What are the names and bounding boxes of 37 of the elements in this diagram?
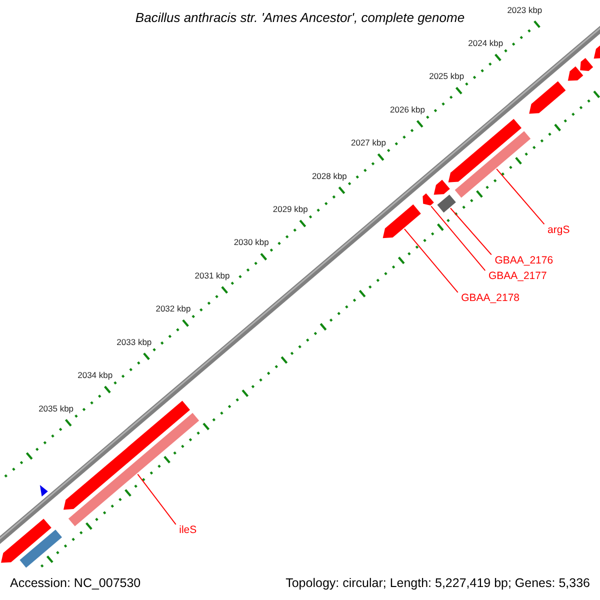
gene-feature (434, 180, 450, 195)
gene-feature (568, 66, 584, 81)
scale-label: 2030 kbp (234, 237, 269, 248)
scale-label: 2026 kbp (390, 104, 426, 114)
accession-text: Accession: NC_007530 (10, 576, 141, 590)
scale-label: 2033 kbp (116, 336, 152, 347)
gene-feature (529, 81, 566, 114)
leader-line (450, 208, 492, 256)
gene-feature (448, 118, 522, 182)
scale-label: 2035 kbp (38, 403, 74, 414)
leader-line (430, 206, 486, 272)
gene-feature (422, 193, 434, 206)
scale-label: 2024 kbp (468, 38, 504, 48)
gene-feature (382, 204, 421, 238)
gene-label: ileS (179, 524, 197, 536)
title: Bacillus anthracis str. 'Ames Ancestor', complete genome (135, 10, 465, 25)
scale-label: 2032 kbp (156, 304, 191, 314)
scale-label: 2023 kbp (507, 4, 542, 15)
leader-line (496, 168, 545, 225)
scale-label: 2034 kbp (78, 370, 113, 380)
gene-label: GBAA_2178 (461, 292, 520, 304)
gene-feature (580, 58, 594, 71)
scale-label: 2029 kbp (272, 204, 308, 214)
genome-stats-text: Topology: circular; Length: 5,227,419 bp; Genes: 5,336 (286, 576, 590, 590)
gene-label: GBAA_2176 (494, 254, 554, 266)
gene-label: argS (548, 224, 570, 236)
gene-bar (68, 412, 200, 526)
gene-box (437, 194, 456, 213)
scale-label: 2027 kbp (351, 138, 386, 148)
gene-feature (1, 518, 52, 563)
leader-line (404, 228, 458, 293)
scale-label: 2031 kbp (194, 270, 230, 280)
scale-label: 2025 kbp (429, 71, 464, 82)
scale-label: 2028 kbp (312, 170, 347, 181)
gene-label: GBAA_2177 (488, 270, 547, 282)
leader-line (137, 474, 176, 525)
gene-bar (454, 131, 531, 198)
